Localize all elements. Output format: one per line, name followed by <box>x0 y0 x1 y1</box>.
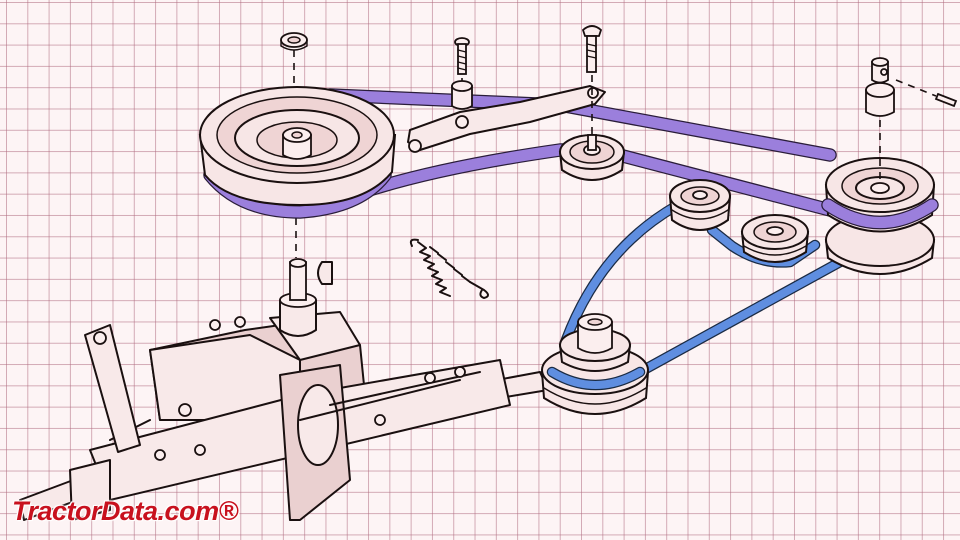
woodruff-key <box>317 261 333 285</box>
idler-arm-bolt <box>454 37 470 75</box>
transmission-input-pulley <box>198 86 397 219</box>
transmission <box>19 258 549 521</box>
idler-arm-pin <box>581 25 603 73</box>
watermark-logo: TractorData.com® <box>12 496 238 526</box>
idler-pulley <box>558 134 626 181</box>
tension-spring <box>409 238 489 299</box>
clutch-idler-pulley-1 <box>668 179 732 231</box>
lower-double-pulley <box>540 313 650 415</box>
shift-bracket <box>84 324 141 453</box>
top-washer <box>280 32 308 51</box>
idler-arm-spacer <box>451 80 473 110</box>
engine-double-pulley <box>821 157 939 275</box>
roll-pin <box>934 92 958 108</box>
engine-shaft-collar <box>865 57 895 117</box>
clutch-idler-pulley-2 <box>740 214 810 263</box>
